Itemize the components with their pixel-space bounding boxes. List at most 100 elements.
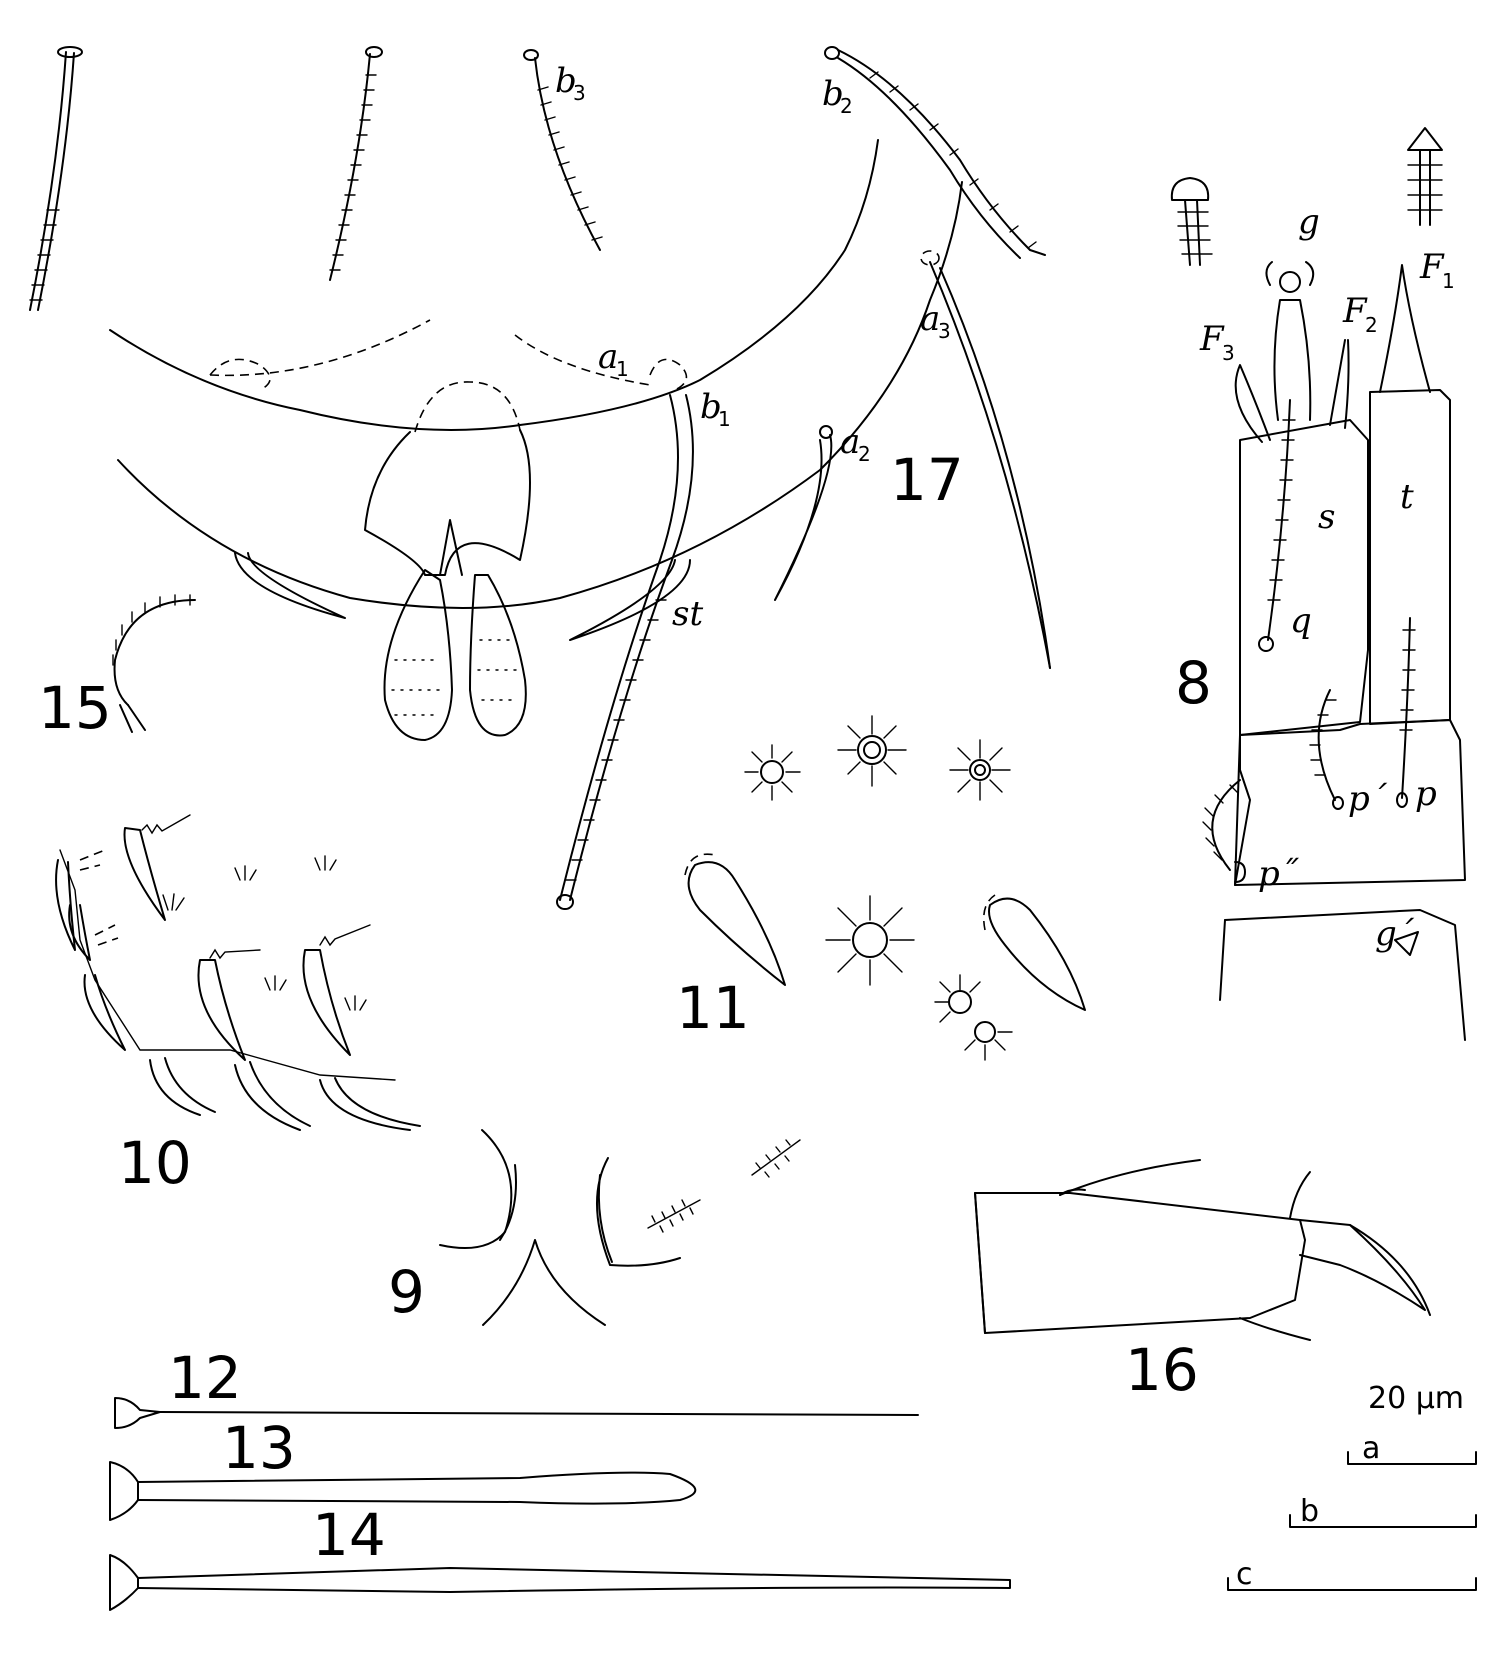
seta-15-barbs: [112, 594, 191, 666]
seta-b3-base: [523, 49, 539, 61]
seta-1-base: [57, 46, 83, 58]
rosette-6-rays: [964, 1031, 1013, 1061]
seta-p-dprime-barbs: [1202, 784, 1239, 861]
label-p-dprime: p˝: [1258, 854, 1300, 894]
label-a3: a 3: [920, 299, 951, 343]
figure-9-ventral-plates: 9: [388, 1129, 801, 1326]
seta-2-base: [365, 46, 383, 58]
label-F3: F 3: [1199, 319, 1235, 365]
seta-b1: [559, 394, 679, 901]
figure-15-seta: 15: [38, 594, 196, 742]
svg-text:2: 2: [858, 442, 871, 466]
seta-a3-base: [920, 250, 940, 266]
seta-b1-tip: [556, 894, 574, 910]
body-outline-upper: [109, 139, 879, 431]
figure-14-seta: 14: [109, 1501, 1011, 1611]
seta-a3: [929, 261, 1051, 669]
label-g-prime: g´: [1375, 914, 1415, 954]
figure-number-14: 14: [312, 1501, 386, 1569]
segment-lower-left: [1219, 919, 1226, 1001]
figure-16-leg: 16: [974, 1159, 1431, 1404]
svg-text:3: 3: [1222, 341, 1235, 365]
svg-text:3: 3: [573, 81, 586, 105]
label-a1: a 1: [598, 337, 629, 381]
seta-p-prime-barbs: [1309, 699, 1337, 776]
seta-p-dprime: [1211, 779, 1241, 871]
label-st: st: [672, 594, 703, 634]
seta-15: [113, 599, 196, 706]
svg-text:3: 3: [938, 319, 951, 343]
seta-b2-outline: [837, 57, 1021, 259]
seta-13-shaft: [137, 1471, 697, 1505]
seta-b1-outline: [569, 394, 694, 901]
pore-g-prime: [1394, 931, 1419, 956]
svg-text:a: a: [840, 422, 860, 462]
rosette-3-rays: [949, 739, 1011, 801]
svg-text:F: F: [1199, 319, 1225, 359]
seta-9-b: [751, 1139, 801, 1176]
figure-11-dermal-structures: 11: [676, 715, 1086, 1061]
label-t: t: [1400, 477, 1414, 517]
seta-b3-barbs: [537, 86, 603, 241]
svg-text:a: a: [598, 337, 618, 377]
svg-text:1: 1: [1442, 269, 1455, 293]
rosette-3-inner: [974, 764, 986, 776]
figure-number-11: 11: [676, 974, 750, 1042]
seta-14-knob: [109, 1554, 139, 1611]
seta-13-knob: [109, 1461, 139, 1521]
anal-valve-right: [469, 574, 527, 737]
tuft-10-4: [264, 975, 287, 991]
anal-valve-stipple: [391, 639, 519, 716]
plate-9-left-inner: [499, 1164, 517, 1241]
seta-12-shaft: [159, 1411, 919, 1416]
scale-label-c: c: [1236, 1557, 1253, 1592]
seta-st: [569, 559, 691, 641]
seta-left-ventral: [234, 552, 346, 619]
spine-10-a: [123, 827, 166, 921]
anal-plate-top: [414, 381, 521, 433]
tuft-10-2: [234, 865, 257, 881]
seta-b2: [837, 49, 1046, 256]
spine-10-dash-2: [94, 924, 119, 946]
seta-p-prime-base: [1332, 796, 1344, 810]
plate-9-right: [596, 1157, 681, 1267]
club-seta-right-head: [1407, 127, 1443, 151]
figure-number-17: 17: [890, 446, 964, 514]
segment-lower: [1224, 909, 1466, 1041]
seta-b1-barbs: [565, 599, 667, 881]
club-seta-right-barbs: [1407, 164, 1443, 211]
label-F1: F 1: [1419, 247, 1455, 293]
dashed-fold-left: [209, 319, 431, 377]
figure-number-8: 8: [1175, 649, 1212, 717]
seta-group-top: b 3 b 2: [29, 46, 1046, 311]
pore-left: [209, 358, 271, 391]
svg-text:F: F: [1419, 247, 1445, 287]
leg-tarsus: [1299, 1219, 1426, 1311]
seta-p-barbs: [1399, 629, 1416, 731]
seta-9-b-barbs: [755, 1139, 791, 1178]
figure-8-palp: g F 1 F 2 F 3 s t q p p´ p˝ g´ 8: [1170, 127, 1466, 1041]
club-seta-left-barbs: [1177, 211, 1213, 255]
rosette-1: [760, 760, 784, 784]
leg-seta-tip: [1289, 1171, 1311, 1219]
claw-10-5: [319, 1079, 411, 1131]
tuft-10-5: [344, 995, 367, 1011]
seta-p-prime: [1317, 689, 1336, 801]
leg-seta-ventral: [1239, 1317, 1311, 1341]
rosette-2-rays: [837, 715, 907, 787]
seta-1-outline: [37, 52, 75, 311]
seta-1: [29, 51, 67, 311]
plate-9-right-inner: [597, 1174, 613, 1263]
figure-13-seta: 13: [109, 1414, 697, 1521]
svg-text:b: b: [822, 74, 844, 114]
club-seta-left-head: [1170, 177, 1210, 201]
solenidion-g: [1273, 299, 1312, 421]
figure-12-seta: 12: [114, 1344, 919, 1429]
scale-bar-a: [1347, 1451, 1477, 1465]
rosette-4-rays: [825, 895, 915, 986]
seta-14-shaft: [137, 1567, 1011, 1593]
spine-11-left-rim: [684, 853, 716, 876]
seta-1-barbs: [29, 209, 60, 301]
claw-10-1: [149, 1059, 201, 1116]
tuft-10-1: [162, 893, 185, 911]
